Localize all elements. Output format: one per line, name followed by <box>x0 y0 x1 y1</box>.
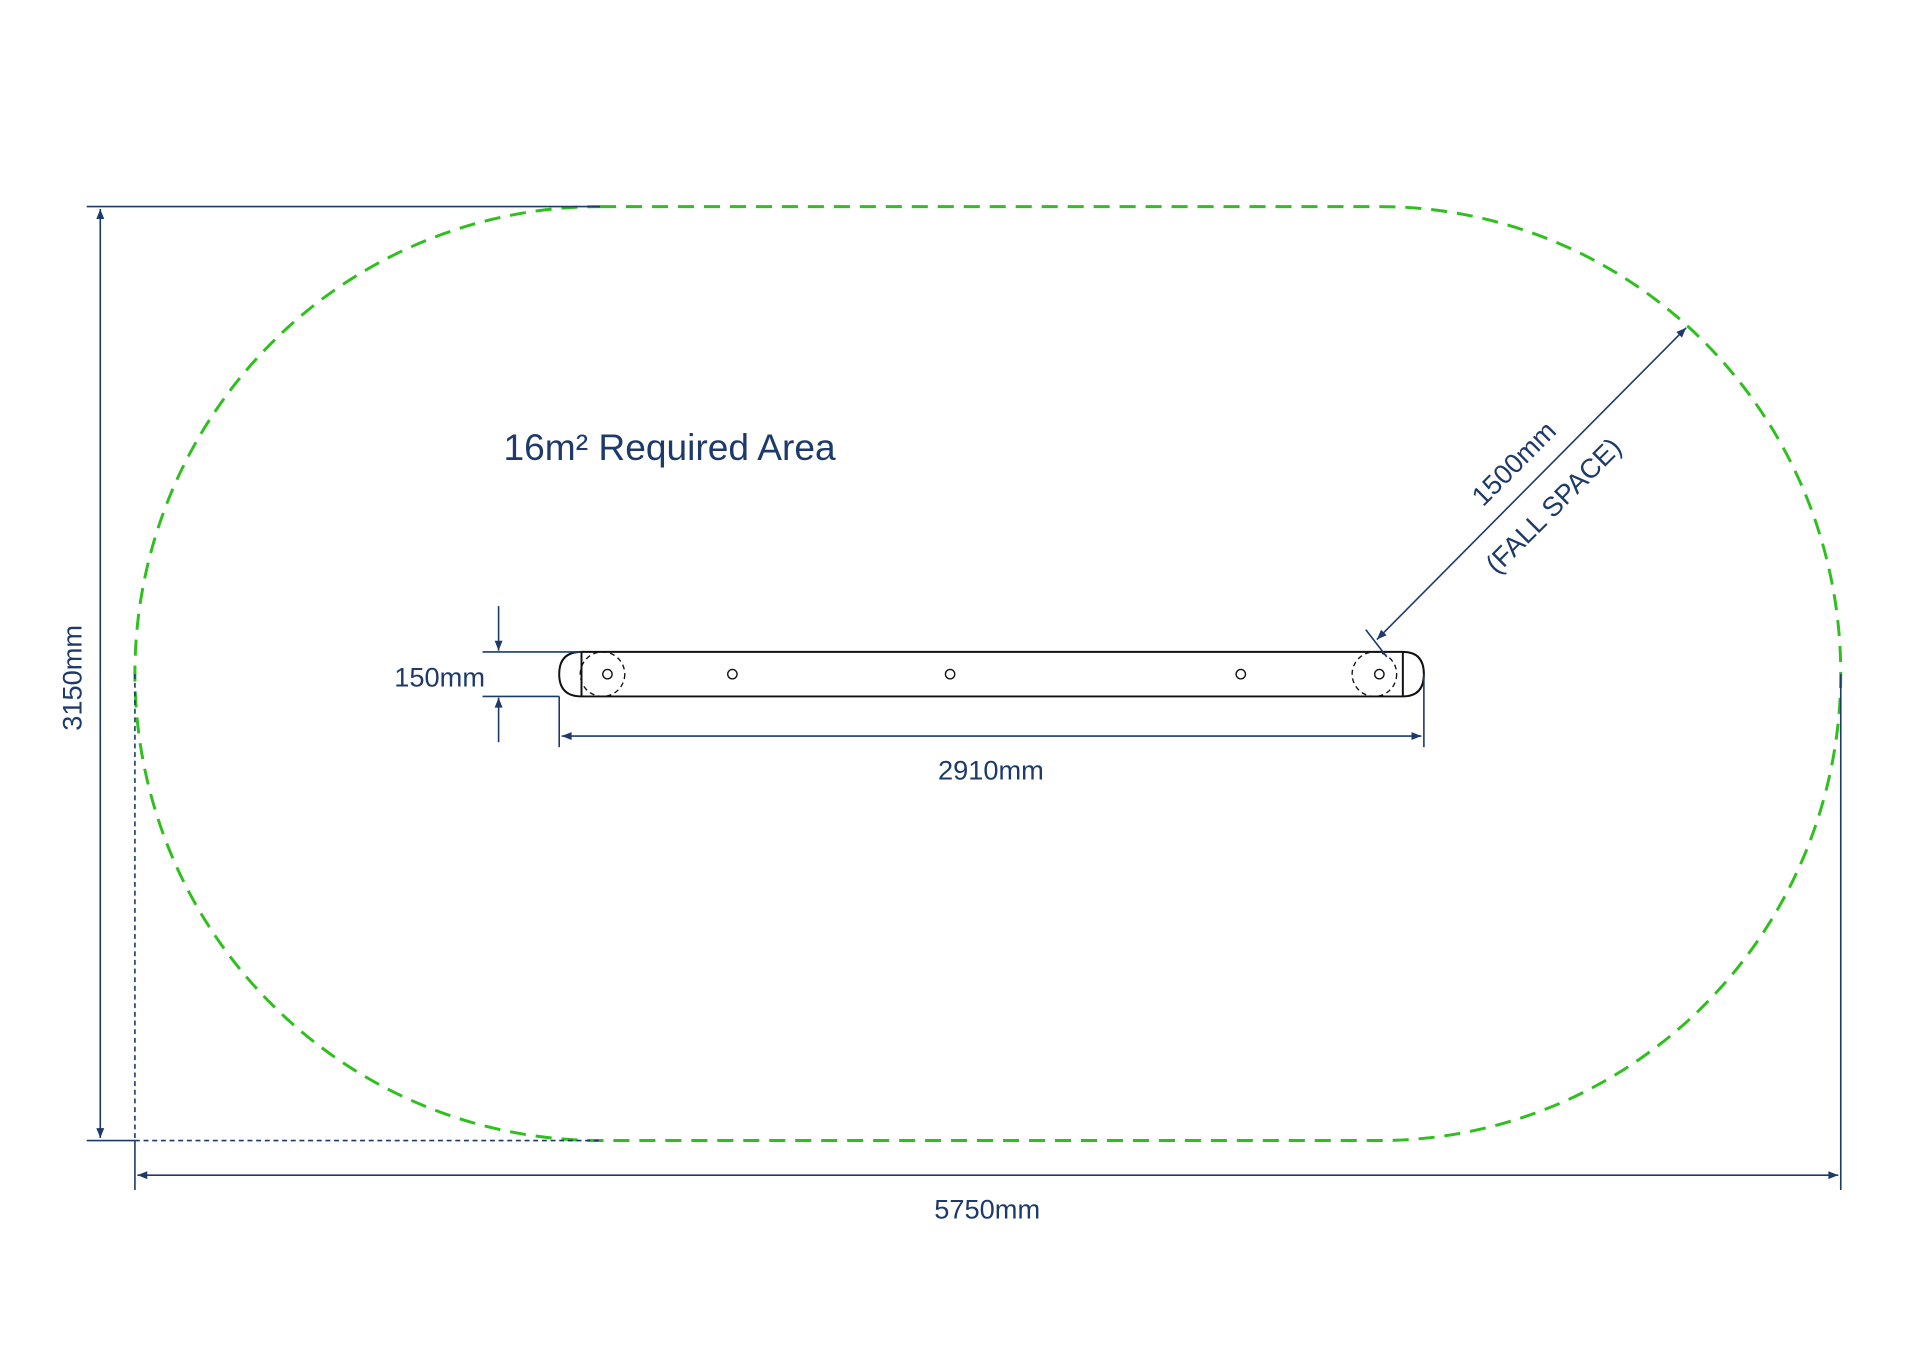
height-dimension: 3150mm <box>57 205 601 1142</box>
fall-zone-boundary <box>133 205 1843 1143</box>
post-footprint-right <box>1351 651 1398 698</box>
bolt-hole <box>727 668 738 680</box>
height-label: 3150mm <box>57 625 88 731</box>
beam-width-label: 150mm <box>394 662 485 693</box>
required-area-title: 16m² Required Area <box>504 426 836 468</box>
width-label: 5750mm <box>934 1193 1040 1224</box>
balance-beam <box>558 650 1425 698</box>
bolt-hole <box>602 668 613 680</box>
beam-length-dimension: 2910mm <box>558 674 1425 785</box>
beam-length-label: 2910mm <box>938 754 1044 785</box>
beam-width-dimension: 150mm <box>394 606 582 743</box>
bolt-hole <box>1373 668 1385 680</box>
fall-space-dimension: 1500mm (FALL SPACE) <box>1365 327 1687 658</box>
post-footprint-left <box>579 651 626 698</box>
width-dimension: 5750mm <box>134 674 1842 1224</box>
bolt-hole <box>1235 668 1247 680</box>
bolt-hole <box>944 668 956 680</box>
